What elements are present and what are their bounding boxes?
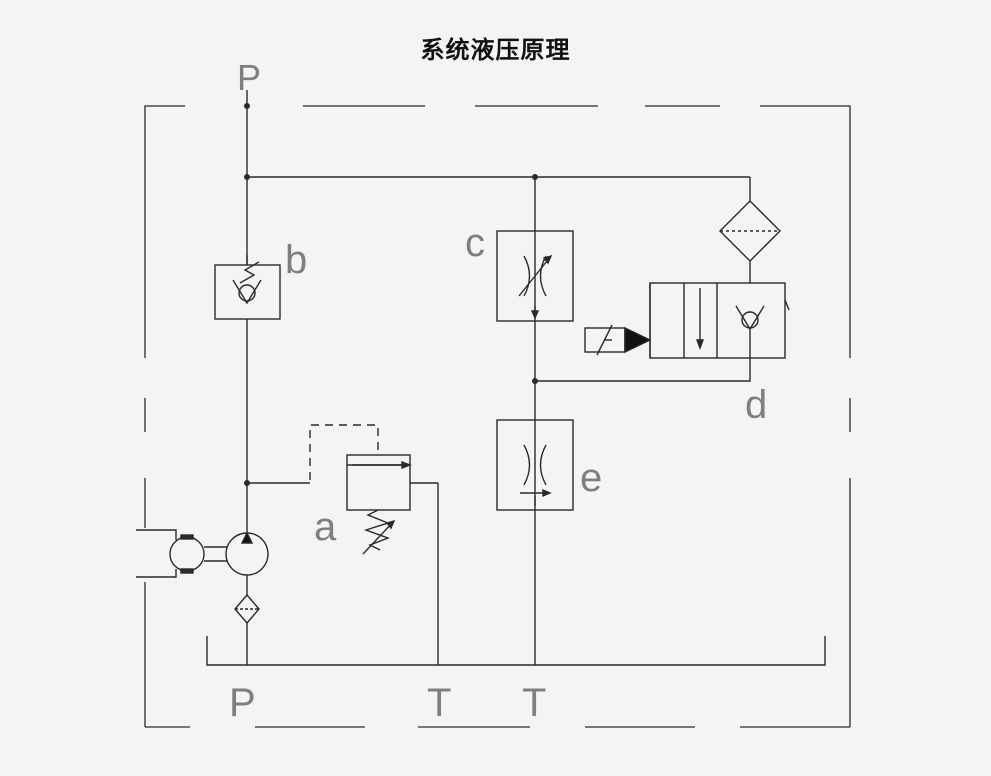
port-p-top-label: P bbox=[237, 57, 261, 98]
throttle-valve-e bbox=[496, 419, 574, 511]
valve-e-label: e bbox=[580, 456, 602, 500]
pump-motor bbox=[136, 529, 269, 595]
check-valve-b bbox=[214, 255, 281, 320]
valve-c-label: c bbox=[465, 221, 485, 265]
junction-dots bbox=[244, 103, 538, 486]
port-t-right-label: T bbox=[522, 681, 546, 725]
diagram-title: 系统液压原理 bbox=[420, 35, 571, 64]
pressure-lines bbox=[246, 90, 751, 665]
tank-line bbox=[206, 623, 826, 666]
valve-b-label: b bbox=[285, 238, 307, 282]
suction-filter bbox=[234, 593, 260, 625]
valve-d-label: d bbox=[745, 383, 767, 427]
valve-a-label: a bbox=[314, 505, 337, 549]
throttle-valve-c bbox=[496, 230, 574, 322]
port-p-bottom-label: P bbox=[229, 681, 256, 725]
relief-valve-a bbox=[309, 424, 412, 555]
enclosure-boundary bbox=[144, 105, 851, 728]
solenoid-valve-d bbox=[584, 282, 790, 359]
port-t-left-label: T bbox=[427, 681, 451, 725]
filter-top bbox=[719, 200, 781, 283]
